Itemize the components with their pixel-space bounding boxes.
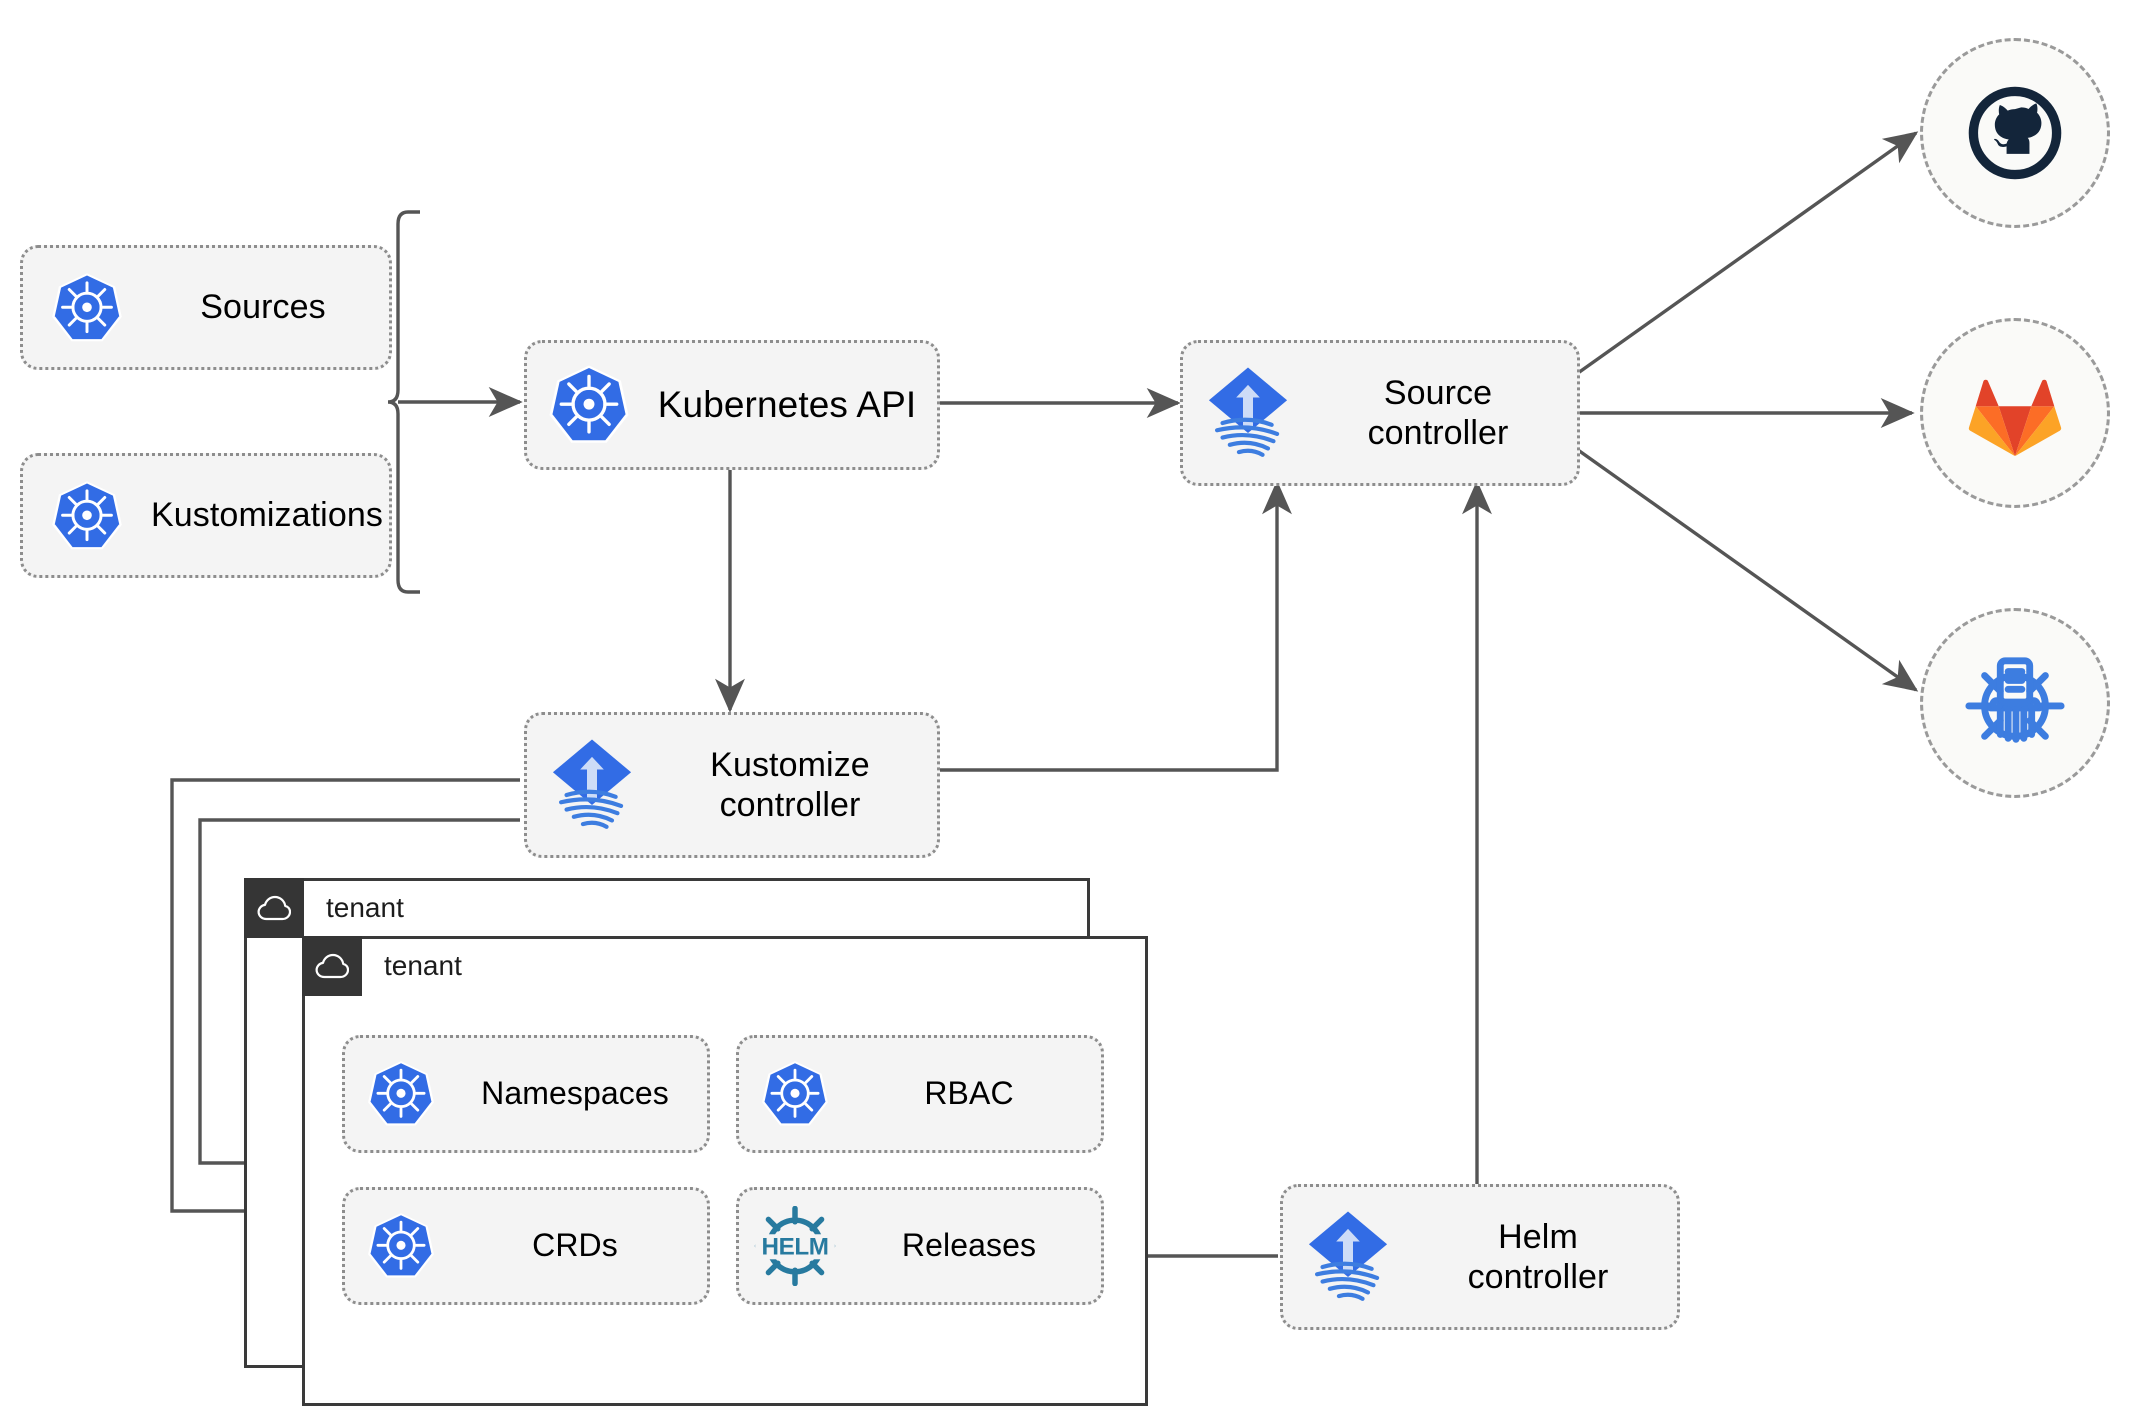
cloud-icon-glyph — [257, 895, 291, 921]
repo-helm-repository[interactable] — [1920, 608, 2110, 798]
node-source-controller-line1: Source — [1383, 373, 1493, 412]
node-kustomize-controller-label: Kustomize controller — [657, 745, 937, 825]
kubernetes-icon — [345, 1059, 457, 1129]
tenant-container-inner[interactable]: tenant — [302, 936, 1148, 1406]
node-kubernetes-api[interactable]: Kubernetes API — [524, 340, 940, 470]
node-kustomize-controller-line1: Kustomize — [710, 745, 870, 784]
tenant-label-outer: tenant — [326, 892, 404, 923]
node-sources-label: Sources — [200, 288, 326, 327]
node-kubernetes-api-label: Kubernetes API — [657, 384, 917, 426]
flux-icon-glyph — [552, 739, 632, 829]
kubernetes-icon — [23, 271, 151, 345]
node-namespaces-label: Namespaces — [481, 1075, 669, 1112]
node-helm-controller-line2: controller — [1467, 1258, 1609, 1296]
kubernetes-icon-glyph — [368, 1213, 434, 1278]
node-kustomize-controller-line2: controller — [719, 786, 861, 824]
gitlab-icon — [1968, 379, 2062, 457]
node-sources[interactable]: Sources — [20, 245, 392, 370]
edge-kustomizectrl-sourcectrl — [936, 480, 1292, 772]
edge-sourcectrl-helmrepo — [1577, 448, 1919, 692]
flux-icon-glyph — [1208, 367, 1288, 457]
node-source-controller-line2: controller — [1367, 414, 1509, 452]
node-helm-controller[interactable]: Helm controller — [1280, 1184, 1680, 1330]
kubernetes-icon-glyph — [52, 272, 122, 341]
helm-icon-glyph: HELM — [754, 1206, 836, 1286]
node-crds[interactable]: CRDs — [342, 1187, 710, 1305]
flux-icon — [527, 735, 657, 835]
node-releases-label: Releases — [901, 1227, 1037, 1264]
flux-icon-glyph — [1308, 1211, 1388, 1301]
flux-icon — [1283, 1207, 1413, 1307]
kubernetes-icon-glyph — [52, 480, 122, 549]
svg-text:HELM: HELM — [761, 1234, 828, 1261]
node-kustomize-controller[interactable]: Kustomize controller — [524, 712, 940, 858]
node-source-controller[interactable]: Source controller — [1180, 340, 1580, 486]
cloud-icon — [302, 936, 362, 996]
node-helm-controller-label: Helm controller — [1413, 1217, 1677, 1297]
edge-sourcectrl-github — [1577, 131, 1919, 375]
cloud-icon-glyph — [315, 953, 349, 979]
helm-icon: HELM — [739, 1206, 851, 1286]
kubernetes-icon-glyph — [549, 365, 629, 443]
flux-icon — [1183, 363, 1313, 463]
github-icon — [1968, 86, 2062, 180]
kubernetes-icon — [345, 1211, 457, 1281]
node-releases[interactable]: HELM Releases — [736, 1187, 1104, 1305]
kubernetes-icon-glyph — [368, 1061, 434, 1126]
cloud-icon — [244, 878, 304, 938]
tenant-titlebar-outer: tenant — [244, 878, 404, 938]
repo-gitlab[interactable] — [1920, 318, 2110, 508]
kubernetes-icon — [23, 479, 151, 553]
node-namespaces[interactable]: Namespaces — [342, 1035, 710, 1153]
node-crds-label: CRDs — [532, 1227, 618, 1264]
node-kustomizations[interactable]: Kustomizations — [20, 453, 392, 578]
kubernetes-icon — [739, 1059, 851, 1129]
tenant-label-inner: tenant — [384, 950, 462, 981]
tenant-titlebar-inner: tenant — [302, 936, 462, 996]
helm-repo-icon — [1965, 657, 2065, 743]
node-kustomizations-label: Kustomizations — [151, 496, 383, 535]
node-helm-controller-line1: Helm — [1498, 1217, 1578, 1256]
node-rbac[interactable]: RBAC — [736, 1035, 1104, 1153]
repo-github[interactable] — [1920, 38, 2110, 228]
kubernetes-icon-glyph — [762, 1061, 828, 1126]
node-source-controller-label: Source controller — [1313, 373, 1577, 453]
node-rbac-label: RBAC — [924, 1075, 1014, 1112]
kubernetes-icon — [527, 363, 651, 447]
